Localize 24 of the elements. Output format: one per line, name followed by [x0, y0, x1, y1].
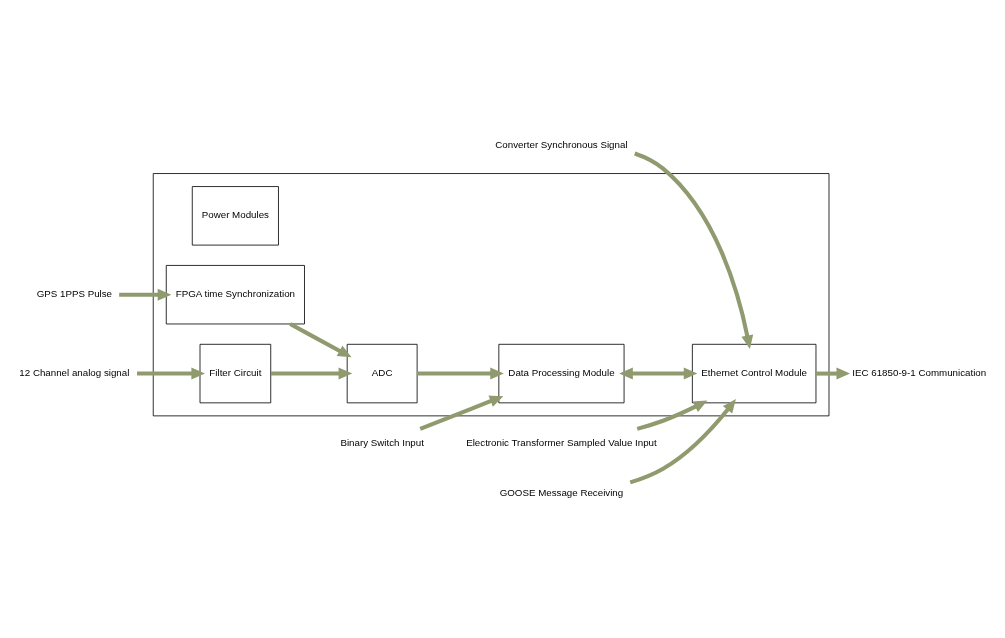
node-text: Converter Synchronous Signal — [495, 138, 628, 150]
node-text: 12 Channel analog signal — [19, 366, 130, 378]
arrow — [619, 367, 698, 380]
arrow — [417, 367, 504, 380]
node-box: Power Modules — [191, 185, 279, 245]
node-text: Binary Switch Input — [340, 436, 424, 448]
arrow — [636, 400, 708, 431]
arrow — [270, 367, 353, 380]
arrow — [119, 288, 172, 301]
node-text: IEC 61850-9-1 Communication — [852, 366, 987, 378]
node-box: ADC — [346, 343, 418, 403]
node-text: Electronic Transformer Sampled Value Input — [466, 436, 657, 448]
node-text: GOOSE Message Receiving — [499, 486, 624, 498]
arrow — [137, 367, 205, 380]
node-box: Ethernet Control Module — [691, 343, 817, 403]
arrow — [419, 395, 504, 431]
node-text: GPS 1PPS Pulse — [36, 287, 113, 299]
arrow — [629, 398, 736, 484]
node-box: Data Processing Module — [498, 343, 625, 403]
arrow — [289, 321, 352, 357]
arrow — [816, 367, 851, 380]
arrow — [634, 151, 754, 349]
node-box: Filter Circuit — [199, 343, 272, 403]
node-box: FPGA time Synchronization — [165, 264, 305, 324]
